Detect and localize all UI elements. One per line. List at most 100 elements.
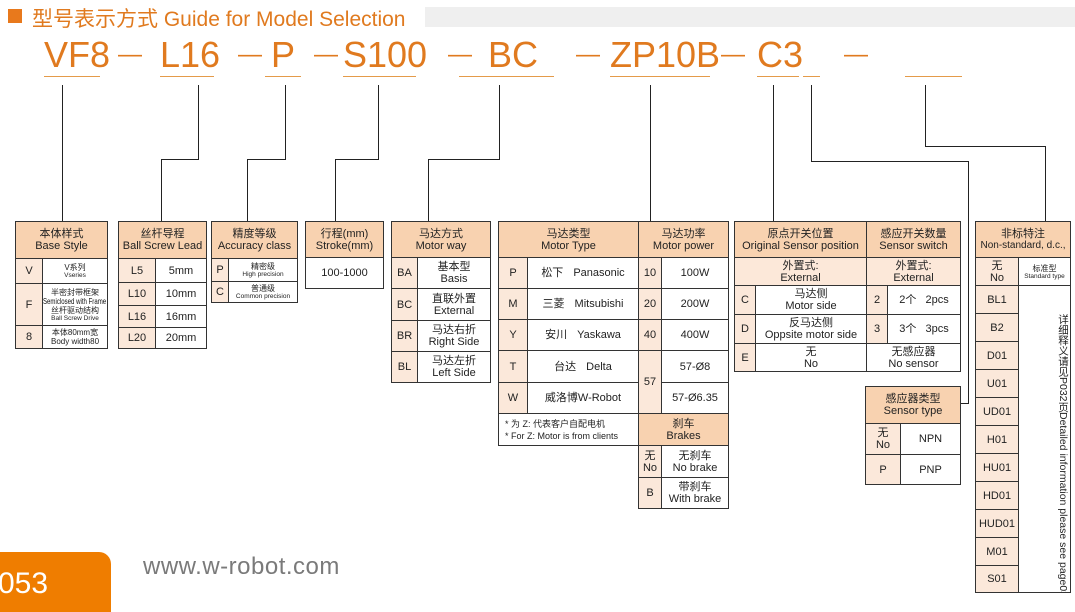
stroke-header: 行程(mm)Stroke(mm) [305,221,384,258]
note-en: * For Z: Motor is from clients [505,430,619,441]
connector-line [335,85,379,221]
motor-type-code: W [498,382,528,414]
title-bullet-icon [8,9,22,23]
motor-power-value: 57-Ø6.35 [661,382,729,414]
sensor-type-value: PNP [900,454,961,485]
desc-en: Basis [440,273,468,285]
sensor-position-code: C [734,285,756,315]
lead-code: L16 [118,305,156,328]
header-cn: 马达方式 [419,227,463,240]
title-bar-background [425,7,1075,27]
sensor-type-code: P [865,454,901,485]
desc-en: Motor side [785,300,837,312]
sensor-type-value: NPN [900,423,961,455]
desc-en: Common precision [235,293,291,300]
desc-cn: 标准型 [1032,263,1057,273]
header-en: Motor Type [541,239,596,252]
code-separator: — [448,41,472,68]
header-cn: 马达类型 [546,227,591,240]
header-en: Motor way [415,239,467,252]
sensor-switch-value: 3个 3pcs [887,314,961,344]
header-en: Accuracy class [217,240,292,252]
code-separator: — [844,41,868,68]
motor-type-note: * 为 Z: 代表客户自配电机* For Z: Motor is from cl… [498,413,639,446]
desc-en: Left Side [432,367,476,379]
title-cn: 型号表示方式 [32,8,158,31]
header-cn: 马达功率 [661,227,706,240]
sub-cn: 外置式: [782,259,819,272]
sensor-switch-code: 2 [866,285,888,315]
desc-en: No brake [672,461,718,474]
desc-cn: 精密级 [251,262,275,271]
desc-en: No sensor [888,357,939,370]
note-cn: * 为 Z: 代表客户自配电机 [505,418,606,429]
header-en: Ball Screw Lead [122,240,203,252]
website-link[interactable]: www.w-robot.com [143,553,340,580]
stroke-value: 100-1000 [305,257,384,289]
header-en: Sensor switch [879,239,948,252]
motor-power-value: 400W [661,319,729,351]
code-segment-motor: ZP10B [610,34,721,75]
code-separator: — [238,41,262,68]
desc-cn: 马达右折 [432,324,476,336]
base-style-code: V [15,258,43,284]
non-standard-code: HD01 [975,481,1019,510]
title-en: Guide for Model Selection [163,8,406,31]
motor-power-value: 57-Ø8 [661,350,729,383]
desc-en: Standard type [1024,272,1065,280]
base-style-code: F [15,283,43,326]
code-underline [803,76,820,77]
desc-en: W-Robot [577,392,622,404]
code-en: No [875,439,891,451]
motor-power-code: 40 [638,319,662,351]
motor-way-code: BA [391,257,418,289]
non-standard-code: S01 [975,565,1019,593]
motor-power-code: 10 [638,257,662,289]
desc-en: No [803,357,819,370]
desc-cn: 三菱 [542,298,565,310]
code-cn: 无 [991,259,1003,272]
code-segment-lead: L16 [160,34,221,75]
desc-cn: V系列 [64,263,86,272]
code-segment-motor-way: BC [487,34,538,75]
code-cn: 无 [644,449,656,462]
motor-power-code: 20 [638,288,662,320]
desc-cn: 基本型 [437,261,471,273]
code-separator: — [576,41,600,68]
non-standard-code: M01 [975,537,1019,566]
code-separator: — [721,41,745,68]
header-en: Motor power [652,239,715,252]
non-standard-code: HU01 [975,453,1019,482]
header-en: Original Sensor position [742,239,859,252]
header-en: Stroke(mm) [315,239,374,252]
accuracy-code: P [211,258,229,282]
desc-en: Vseries [64,272,86,279]
sub-cn: 外置式: [895,259,932,272]
page-number: 053 [0,567,49,600]
desc-en: Panasonic [573,267,625,279]
